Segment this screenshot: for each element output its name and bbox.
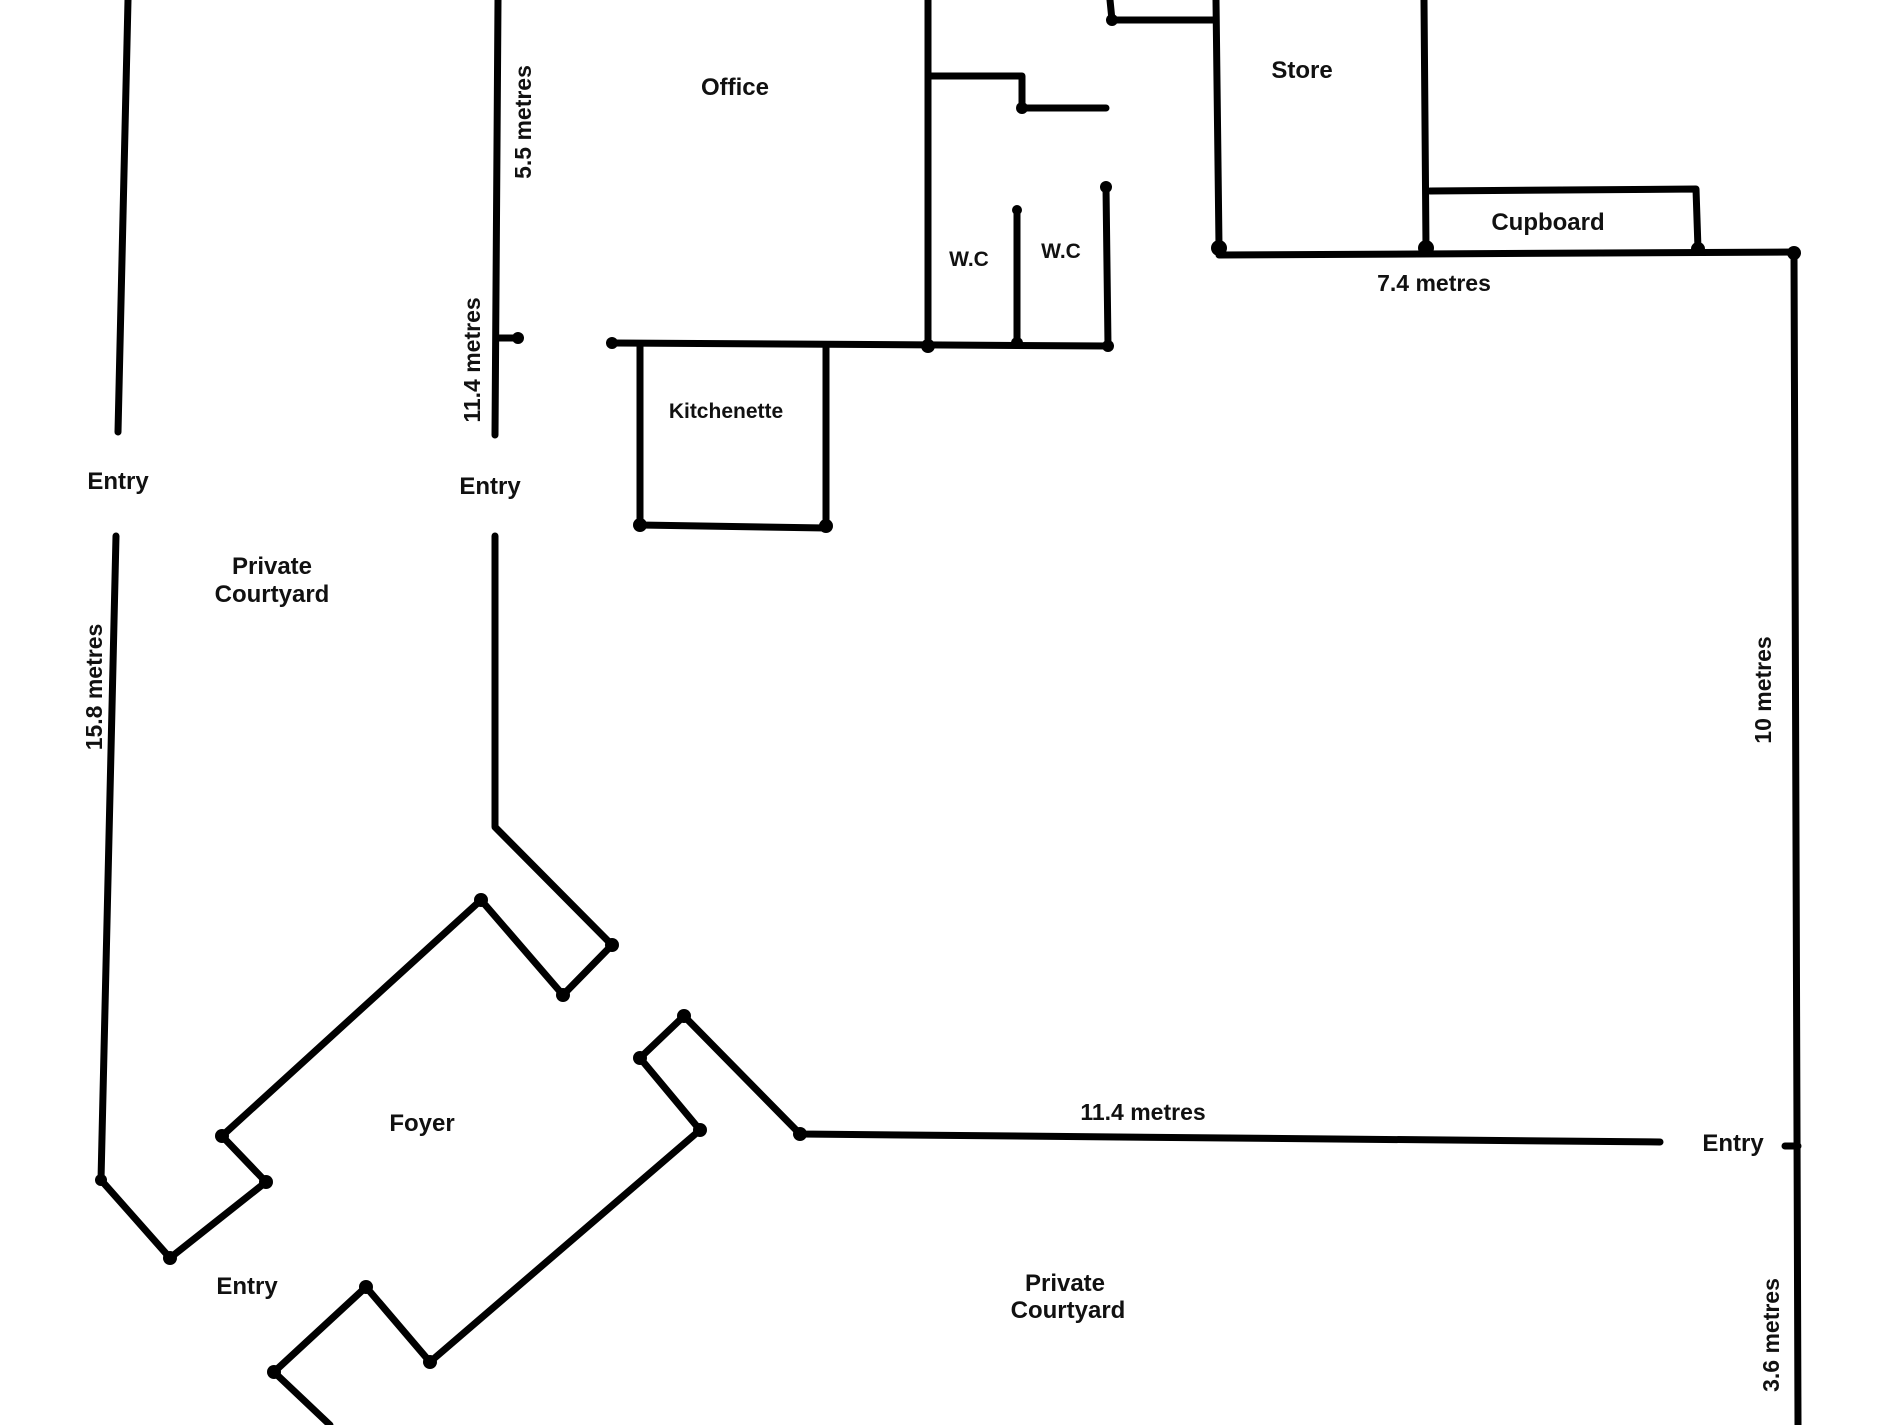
joint [215,1129,229,1143]
entry-right-label: Entry [1702,1130,1764,1157]
entry-left-inner-label: Entry [459,473,521,500]
wall-wc-top [924,72,1110,112]
entry-labels: Entry Entry Entry Entry [87,468,1764,1300]
room-office-label: Office [701,74,769,101]
courtyard-left-label-line1: Private [232,553,312,580]
joint [259,1175,273,1189]
joint [1011,337,1023,349]
wall-inner-bottom [477,532,616,999]
wall-store-left [1212,0,1223,250]
dim-right-lower: 3.6 metres [1758,1278,1784,1392]
wall-left-outer-bottom [97,532,174,1262]
dim-right-wall: 10 metres [1750,636,1776,743]
entry-foyer-label: Entry [216,1273,278,1300]
wall-kitchenette [636,341,830,532]
dim-store-bottom: 7.4 metres [1377,270,1491,296]
joint [1012,205,1022,215]
dim-inner-wall: 11.4 metres [459,297,485,422]
courtyard-bottom-label-line1: Private [1025,1270,1105,1297]
joint [633,518,647,532]
dimension-labels: 5.5 metres 11.4 metres 7.4 metres 15.8 m… [81,65,1784,1392]
joint [1102,340,1114,352]
wall-foyer-left [166,896,485,1262]
wall-inner-top [491,0,502,439]
dim-courtyard-wall: 11.4 metres [1080,1099,1205,1125]
room-wc-left-label: W.C [949,248,989,271]
joint [267,1365,281,1379]
room-kitchenette-label: Kitchenette [669,400,783,423]
joint [359,1280,373,1294]
wall-office-bottom [608,339,1112,350]
wall-store-bottom [1215,248,1798,259]
joint [633,1051,647,1065]
wall-foyer-lower [270,1012,704,1425]
joint [793,1127,807,1141]
wall-right-outer [1790,248,1802,1425]
room-store-label: Store [1271,57,1332,84]
wall-left-outer-top [114,0,132,436]
joint [1787,246,1801,260]
wall-store-right [1420,0,1430,252]
joint [819,519,833,533]
joint [1418,240,1434,256]
joint [474,893,488,907]
dim-left-wall: 15.8 metres [81,624,107,751]
joint [1016,102,1028,114]
room-labels: Office Store Cupboard W.C W.C Kitchenett… [215,57,1605,1324]
joint [556,988,570,1002]
joint [163,1251,177,1265]
joint [606,337,618,349]
joint [1100,181,1112,193]
wall-cupboard [1426,185,1702,253]
joint [423,1355,437,1369]
joint [1211,240,1227,256]
dim-office-side: 5.5 metres [510,65,536,179]
wall-store-notch [1106,0,1220,24]
courtyard-left-label-line2: Courtyard [215,581,330,608]
room-wc-right-label: W.C [1041,240,1081,263]
wall-wc-right [1102,183,1112,350]
wall-joints [95,14,1801,1379]
joint [605,938,619,952]
joint [693,1123,707,1137]
room-foyer-label: Foyer [389,1110,454,1137]
entry-left-outer-label: Entry [87,468,149,495]
joint [677,1009,691,1023]
courtyard-bottom-label-line2: Courtyard [1011,1297,1126,1324]
joint [95,1174,107,1186]
joint [921,339,935,353]
joint [1691,242,1705,256]
room-cupboard-label: Cupboard [1491,209,1604,236]
joint [1106,14,1118,26]
joint [512,332,524,344]
